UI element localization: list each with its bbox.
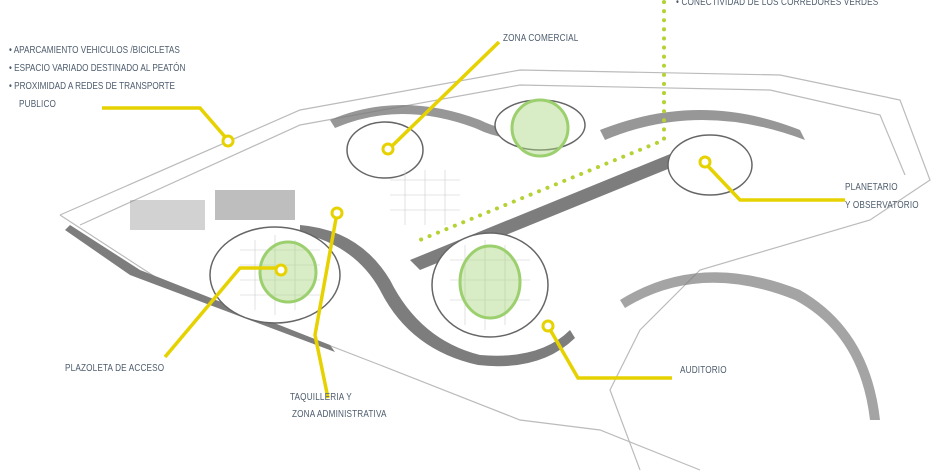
legend-bullet: APARCAMIENTO VEHICULOS /BICICLETAS (9, 44, 180, 56)
leader-planetarium (703, 161, 845, 202)
marker-circles (221, 134, 712, 333)
label-corridors: • CONECTIVIDAD DE LOS CORREDORES VERDES (676, 0, 878, 9)
leader-plaza (163, 266, 280, 359)
leader-ticket (313, 212, 339, 399)
label-commercial: ZONA COMERCIAL (503, 32, 579, 44)
legend-bullet: PROXIMIDAD A REDES DE TRANSPORTE (9, 80, 175, 92)
label-corridors-text: CONECTIVIDAD DE LOS CORREDORES VERDES (681, 0, 879, 8)
leader-commercial (390, 40, 501, 148)
green-zones (258, 98, 570, 320)
label-plaza: PLAZOLETA DE ACCESO (65, 362, 165, 374)
label-ticket-1: TAQUILLERIA Y (290, 391, 352, 403)
label-planetarium-2: Y OBSERVATORIO (845, 199, 919, 211)
leader-auditorium (546, 325, 672, 380)
green-corridor-dotted-line (413, 0, 666, 244)
legend-bullet-continuation: PUBLICO (19, 98, 57, 110)
site-outline (59, 69, 931, 471)
legend-bullet: ESPACIO VARIADO DESTINADO AL PEATÓN (9, 62, 185, 74)
leader-parking (102, 106, 228, 140)
label-planetarium-1: PLANETARIO (845, 181, 898, 193)
label-auditorium: AUDITORIO (680, 364, 727, 376)
label-ticket-2: ZONA ADMINISTRATIVA (292, 408, 387, 420)
leader-lines (102, 40, 845, 399)
grid-hatch (240, 170, 530, 330)
